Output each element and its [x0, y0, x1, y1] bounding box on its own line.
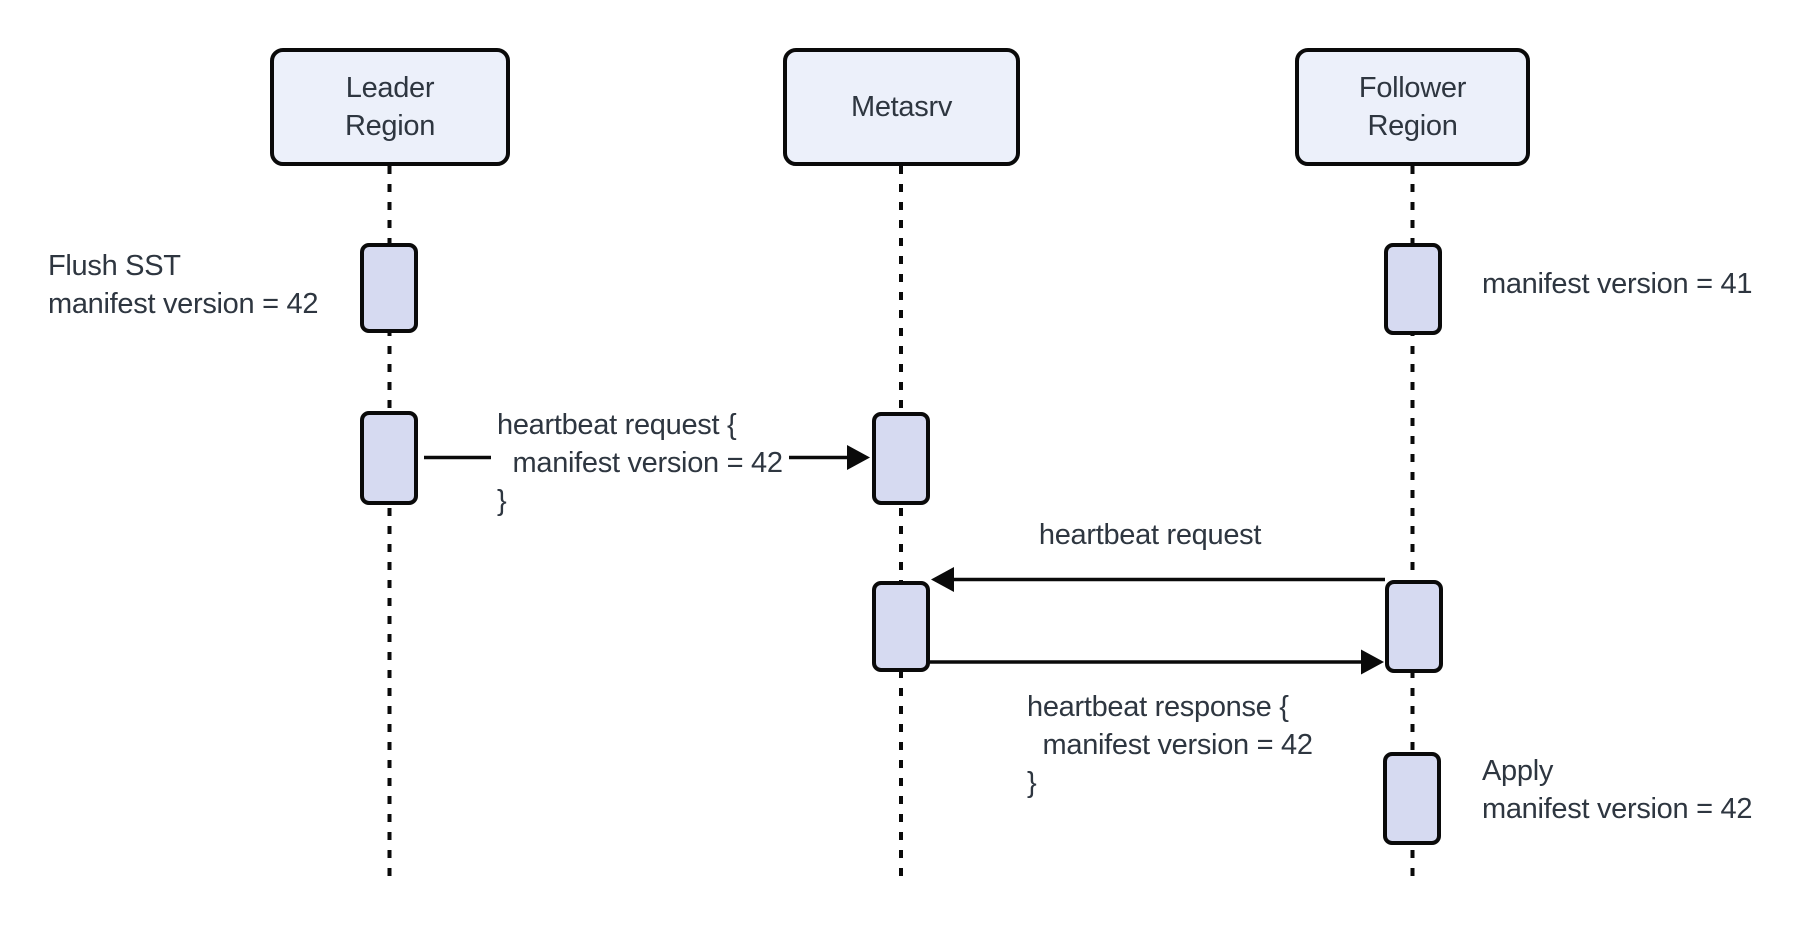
participant-metasrv: Metasrv	[783, 48, 1020, 166]
arrowhead-left-icon	[931, 567, 954, 592]
activation-leader-flush	[360, 243, 418, 333]
participant-leader-region: Leader Region	[270, 48, 510, 166]
activation-metasrv-heartbeat-leader	[872, 412, 930, 505]
participant-metasrv-label: Metasrv	[850, 91, 953, 123]
participant-follower-region-label: Follower Region	[1358, 72, 1467, 142]
activation-metasrv-heartbeat-follower	[872, 581, 930, 672]
activation-follower-apply	[1383, 752, 1441, 845]
arrowhead-right-icon	[847, 445, 870, 470]
annotation-manifest-41: manifest version = 41	[1482, 268, 1753, 300]
activation-follower-heartbeat	[1385, 580, 1443, 673]
annotation-flush-sst: Flush SST manifest version = 42	[48, 250, 319, 320]
arrowhead-right-icon	[1361, 649, 1384, 675]
activation-leader-heartbeat	[360, 411, 418, 505]
message-label-heartbeat-request-leader: heartbeat request { manifest version = 4…	[491, 406, 789, 520]
message-label-heartbeat-response: heartbeat response { manifest version = …	[1027, 691, 1313, 799]
message-label-heartbeat-request-follower: heartbeat request	[1038, 519, 1262, 551]
activation-follower-v41	[1384, 243, 1442, 335]
annotation-apply: Apply manifest version = 42	[1482, 755, 1753, 825]
participant-leader-region-label: Leader Region	[344, 72, 436, 142]
participant-follower-region: Follower Region	[1295, 48, 1530, 166]
